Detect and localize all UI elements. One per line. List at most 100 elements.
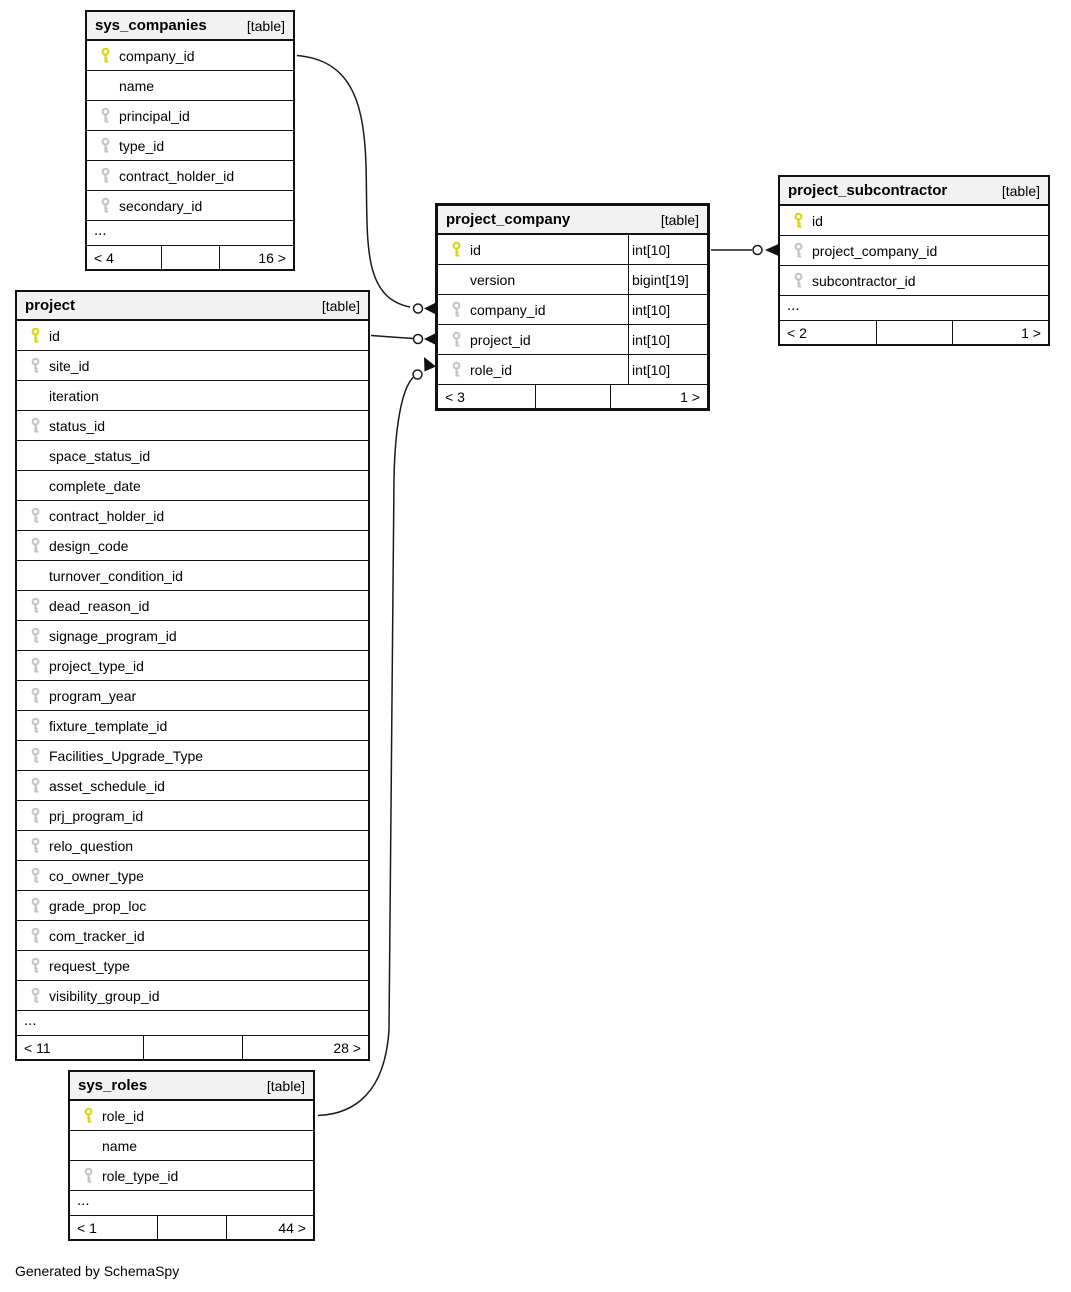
- column-row: grade_prop_loc: [17, 890, 368, 920]
- column-name: Facilities_Upgrade_Type: [49, 747, 204, 764]
- key-icon: [793, 272, 804, 289]
- column-name: request_type: [49, 957, 130, 974]
- column-row: dead_reason_id: [17, 590, 368, 620]
- column-name: dead_reason_id: [49, 597, 150, 614]
- cardinality-circle-company-id: [412, 303, 424, 314]
- table-footer: < 11 28 >: [17, 1035, 368, 1059]
- table-project[interactable]: project [table] id site_id iteration: [15, 290, 370, 1061]
- column-name: iteration: [49, 387, 99, 404]
- column-row: fixture_template_id: [17, 710, 368, 740]
- key-icon: [100, 197, 111, 214]
- table-footer: < 3 1 >: [438, 384, 707, 408]
- column-row: role_id int[10]: [438, 354, 707, 384]
- column-name: com_tracker_id: [49, 927, 145, 944]
- column-row: iteration: [17, 380, 368, 410]
- table-badge: [table]: [1001, 182, 1040, 199]
- relationship-line-sys-roles-to-project-company: [317, 376, 414, 1117]
- column-row: version bigint[19]: [438, 264, 707, 294]
- column-row: turnover_condition_id: [17, 560, 368, 590]
- column-name: project_company_id: [812, 242, 938, 259]
- table-title[interactable]: project_subcontractor: [788, 182, 948, 199]
- column-row: project_id int[10]: [438, 324, 707, 354]
- table-title[interactable]: project: [25, 297, 76, 314]
- column-type: int[10]: [628, 235, 707, 264]
- column-name: company_id: [119, 47, 195, 64]
- column-name: role_id: [470, 361, 513, 378]
- column-row: type_id: [87, 130, 293, 160]
- footer-middle-cell: [876, 321, 951, 344]
- column-name: site_id: [49, 357, 90, 374]
- column-row: principal_id: [87, 100, 293, 130]
- key-icon: [30, 657, 41, 674]
- column-name: co_owner_type: [49, 867, 144, 884]
- table-project-company[interactable]: project_company [table] id int[10] versi…: [435, 203, 710, 411]
- table-sys-roles[interactable]: sys_roles [table] role_id name role_type…: [68, 1070, 315, 1241]
- column-row: company_id: [87, 41, 293, 70]
- key-icon: [30, 507, 41, 524]
- column-name: space_status_id: [49, 447, 151, 464]
- table-title[interactable]: project_company: [446, 211, 571, 228]
- table-footer: < 1 44 >: [70, 1215, 313, 1239]
- table-header: project_company [table]: [438, 206, 707, 235]
- table-header: sys_companies [table]: [87, 12, 293, 41]
- column-name: subcontractor_id: [812, 272, 916, 289]
- table-header: project_subcontractor [table]: [780, 177, 1048, 206]
- key-icon: [100, 167, 111, 184]
- column-name: program_year: [49, 687, 137, 704]
- generator-note: Generated by SchemaSpy: [15, 1263, 180, 1279]
- column-row: subcontractor_id: [780, 265, 1048, 295]
- footer-middle-cell: [161, 246, 219, 269]
- relationship-line-sys-companies-to-project-company: [296, 54, 411, 308]
- column-name: principal_id: [119, 107, 190, 124]
- table-title[interactable]: sys_roles: [78, 1077, 148, 1094]
- key-icon: [30, 537, 41, 554]
- column-row: design_code: [17, 530, 368, 560]
- table-badge: [table]: [660, 211, 699, 228]
- arrowhead-project-company-id: [765, 244, 779, 256]
- key-icon: [30, 897, 41, 914]
- key-icon: [30, 357, 41, 374]
- ellipsis-row: ...: [17, 1010, 368, 1035]
- ellipsis-row: ...: [70, 1190, 313, 1215]
- footer-middle-cell: [143, 1036, 241, 1059]
- column-name: secondary_id: [119, 197, 203, 214]
- key-icon: [30, 837, 41, 854]
- column-row: site_id: [17, 350, 368, 380]
- key-icon: [30, 417, 41, 434]
- column-row: signage_program_id: [17, 620, 368, 650]
- table-title[interactable]: sys_companies: [95, 17, 207, 34]
- column-name: id: [49, 327, 60, 344]
- ellipsis-row: ...: [780, 295, 1048, 320]
- column-type: int[10]: [628, 295, 707, 324]
- footer-row-count: 28 >: [241, 1036, 368, 1059]
- column-type: int[10]: [628, 355, 707, 384]
- relationship-line-project-to-project-company: [370, 334, 414, 340]
- column-row: request_type: [17, 950, 368, 980]
- column-list: id project_company_id subcontractor_id: [780, 206, 1048, 295]
- key-icon: [83, 1167, 94, 1184]
- table-sys-companies[interactable]: sys_companies [table] company_id name pr…: [85, 10, 295, 271]
- key-icon: [451, 301, 462, 318]
- table-footer: < 2 1 >: [780, 320, 1048, 344]
- ellipsis-row: ...: [87, 220, 293, 245]
- column-name: project_type_id: [49, 657, 144, 674]
- arrowhead-company-id: [424, 302, 436, 315]
- column-name: status_id: [49, 417, 106, 434]
- table-badge: [table]: [266, 1077, 305, 1094]
- key-icon: [100, 47, 111, 64]
- column-name: asset_schedule_id: [49, 777, 165, 794]
- table-project-subcontractor[interactable]: project_subcontractor [table] id project…: [778, 175, 1050, 346]
- footer-implied-count: < 1: [77, 1219, 97, 1236]
- column-row: relo_question: [17, 830, 368, 860]
- column-name: turnover_condition_id: [49, 567, 183, 584]
- column-name: version: [470, 271, 516, 288]
- footer-row-count: 44 >: [225, 1216, 313, 1239]
- column-row: com_tracker_id: [17, 920, 368, 950]
- column-name: prj_program_id: [49, 807, 144, 824]
- key-icon: [30, 717, 41, 734]
- column-name: company_id: [470, 301, 546, 318]
- arrowhead-role-id: [424, 357, 436, 372]
- key-icon: [30, 777, 41, 794]
